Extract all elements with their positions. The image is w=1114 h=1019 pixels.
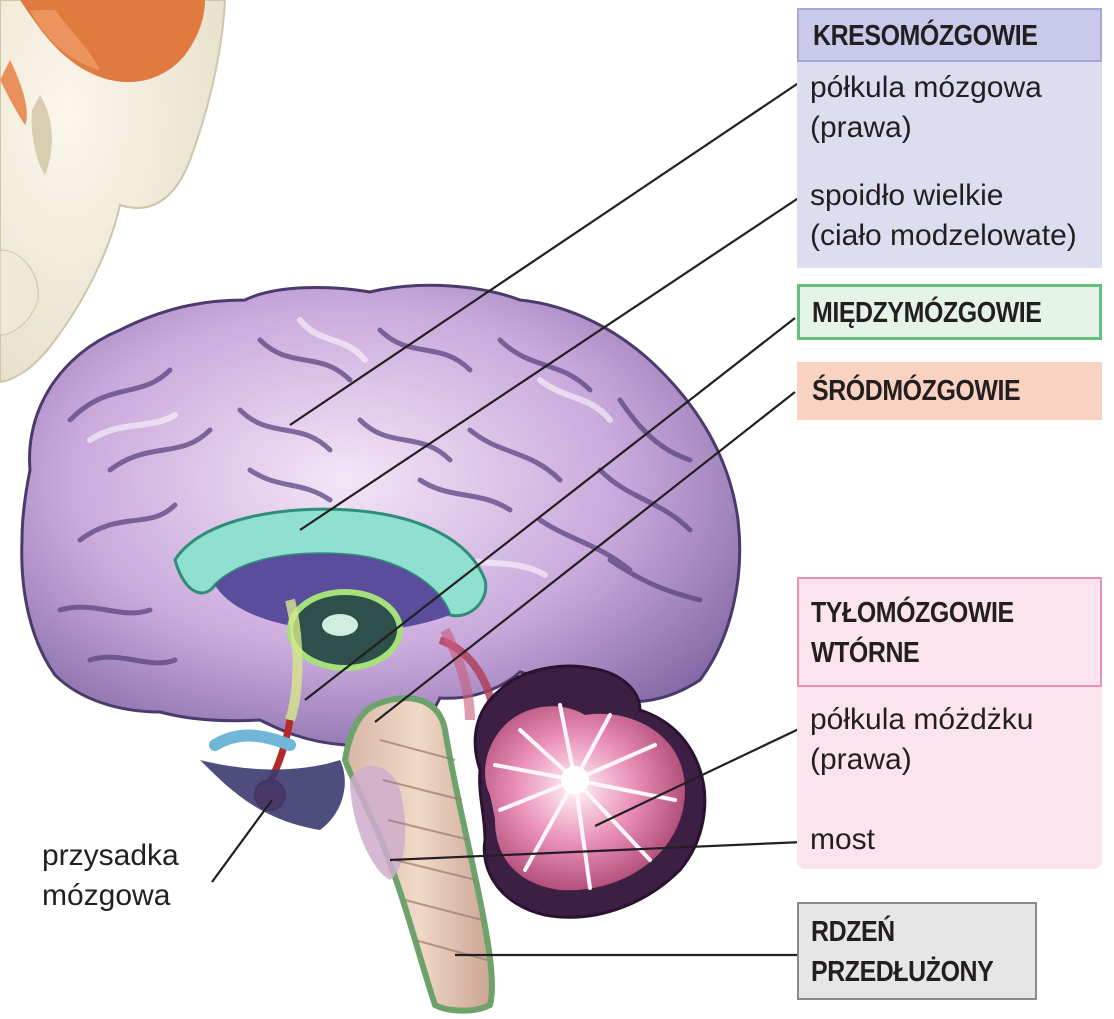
rhombencephalon-header-box: TYŁOMÓZGOWIE WTÓRNE — [797, 577, 1102, 687]
pituitary-label: przysadka mózgowa — [42, 836, 179, 916]
mesencephalon-header-box: ŚRÓDMÓZGOWIE — [797, 362, 1102, 420]
rhombencephalon-header-line2: WTÓRNE — [811, 637, 919, 670]
mesencephalon-header: ŚRÓDMÓZGOWIE — [812, 375, 1020, 408]
diencephalon-header: MIĘDZYMÓZGOWIE — [812, 297, 1042, 330]
medulla-header-line2: PRZEDŁUŻONY — [811, 956, 993, 989]
medulla-header-line1: RDZEŃ — [811, 916, 895, 949]
telencephalon-header: KRESOMÓZGOWIE — [813, 20, 1037, 53]
telencephalon-header-box: KRESOMÓZGOWIE — [797, 8, 1102, 62]
cerebral-hemisphere-label: półkula mózgowa (prawa) — [810, 68, 1042, 148]
cerebellum-illustration — [475, 666, 705, 917]
medulla-header-box: RDZEŃ PRZEDŁUŻONY — [797, 902, 1037, 1000]
leader-line-pituitary — [212, 800, 272, 882]
corpus-callosum-label: spoidło wielkie (ciało modzelowate) — [810, 176, 1077, 256]
pons-label: most — [810, 820, 875, 860]
cerebellar-hemisphere-label: półkula móżdżku (prawa) — [810, 700, 1033, 780]
diencephalon-header-box: MIĘDZYMÓZGOWIE — [797, 284, 1102, 340]
rhombencephalon-header-line1: TYŁOMÓZGOWIE — [811, 597, 1014, 630]
